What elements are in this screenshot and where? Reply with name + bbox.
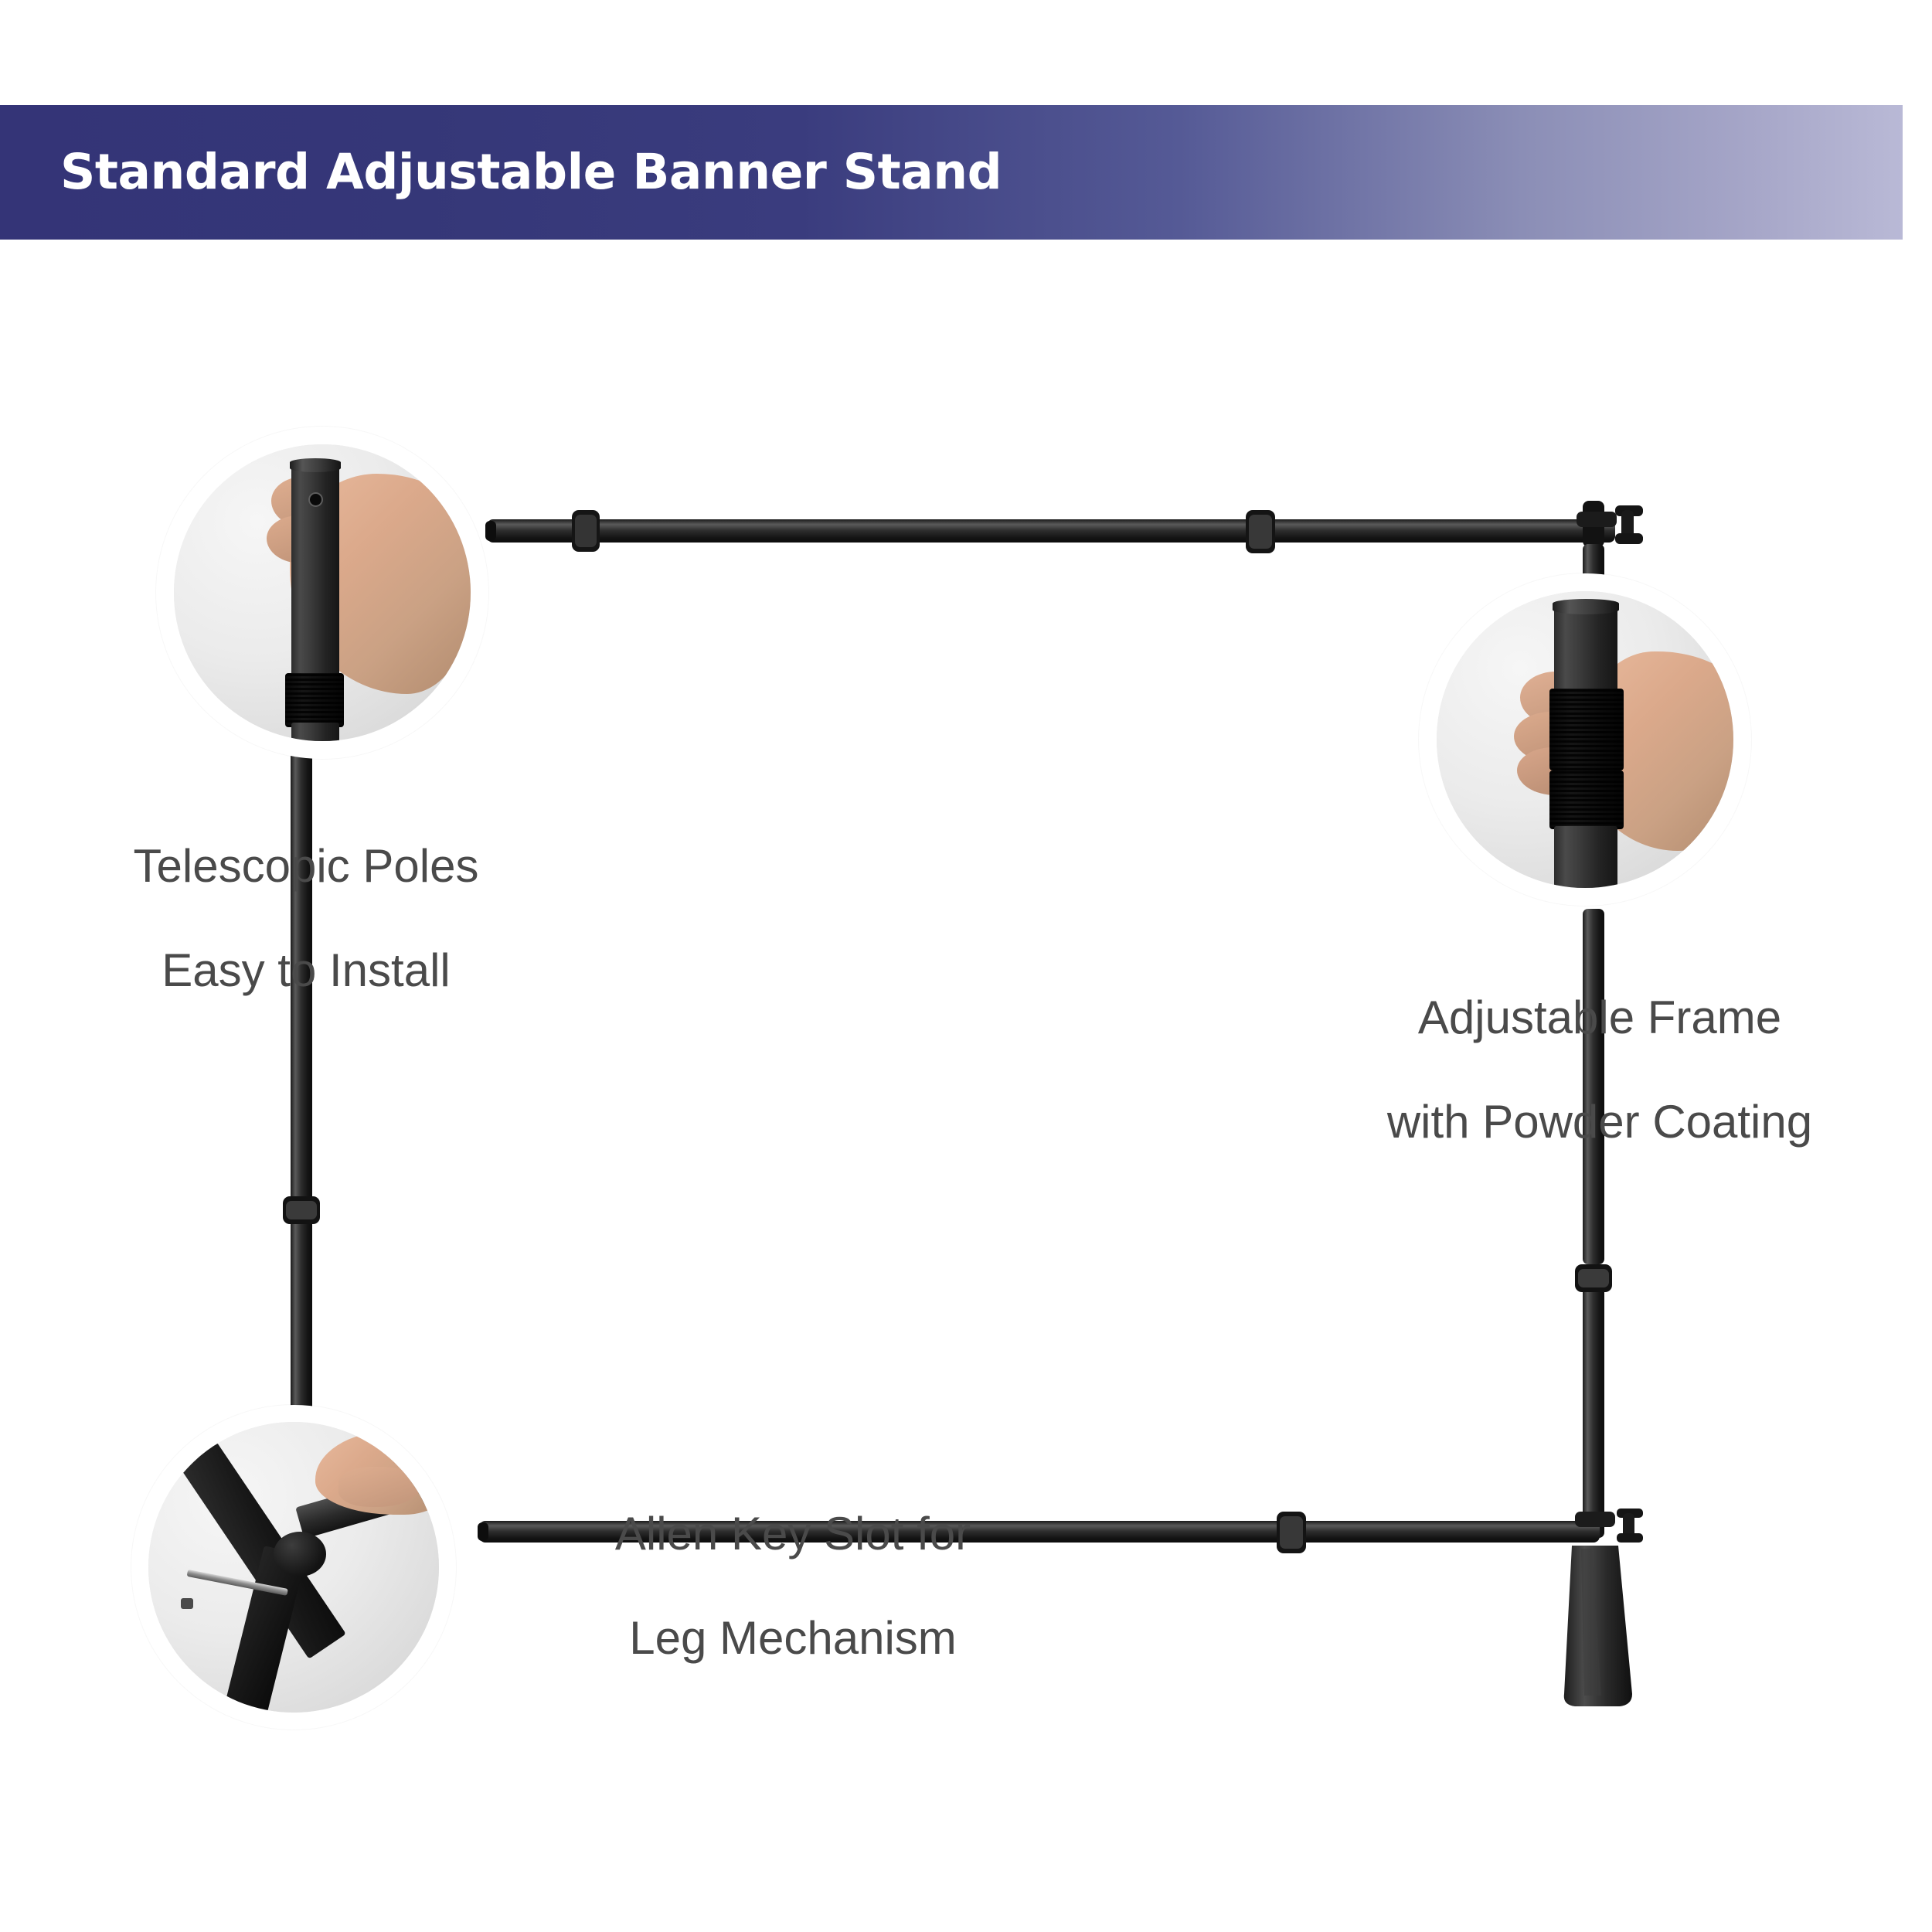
callout-photo-adjustable-frame: [1437, 591, 1733, 888]
header-banner: Standard Adjustable Banner Stand: [0, 105, 1903, 240]
label-telescopic-poles: Telescopic Poles Easy to Install: [90, 788, 522, 1048]
callout-allen-key-slot[interactable]: [131, 1405, 456, 1730]
top-crossbar: [485, 510, 1615, 553]
label-line-2: with Powder Coating: [1386, 1095, 1813, 1148]
telescopic-pole-icon: [1554, 602, 1617, 692]
page-title: Standard Adjustable Banner Stand: [60, 144, 1002, 200]
base-foot: [1563, 1546, 1632, 1706]
callout-photo-allen-key-slot: [148, 1422, 439, 1713]
knurled-collar-upper-icon: [1549, 689, 1624, 770]
knurled-collar-icon: [285, 673, 344, 727]
bottom-right-corner-joint: [1575, 1509, 1643, 1543]
label-line-1: Allen Key Slot for: [614, 1508, 971, 1560]
label-line-2: Leg Mechanism: [629, 1611, 957, 1664]
label-line-1: Telescopic Poles: [133, 840, 479, 893]
callout-photo-telescopic-poles: [174, 444, 471, 741]
knurled-collar-lower-icon: [1549, 770, 1624, 829]
pin-hole-icon: [310, 494, 321, 505]
leg-hub-icon: [274, 1532, 326, 1577]
label-line-2: Easy to Install: [162, 944, 451, 996]
callout-adjustable-frame[interactable]: [1419, 573, 1751, 906]
label-adjustable-frame: Adjustable Frame with Powder Coating: [1337, 940, 1862, 1199]
label-line-1: Adjustable Frame: [1417, 992, 1782, 1044]
callout-telescopic-poles[interactable]: [156, 427, 488, 759]
allen-key-tip-icon: [181, 1598, 193, 1609]
label-allen-key-slot: Allen Key Slot for Leg Mechanism: [553, 1456, 1032, 1716]
top-right-corner-joint: [1577, 501, 1643, 547]
